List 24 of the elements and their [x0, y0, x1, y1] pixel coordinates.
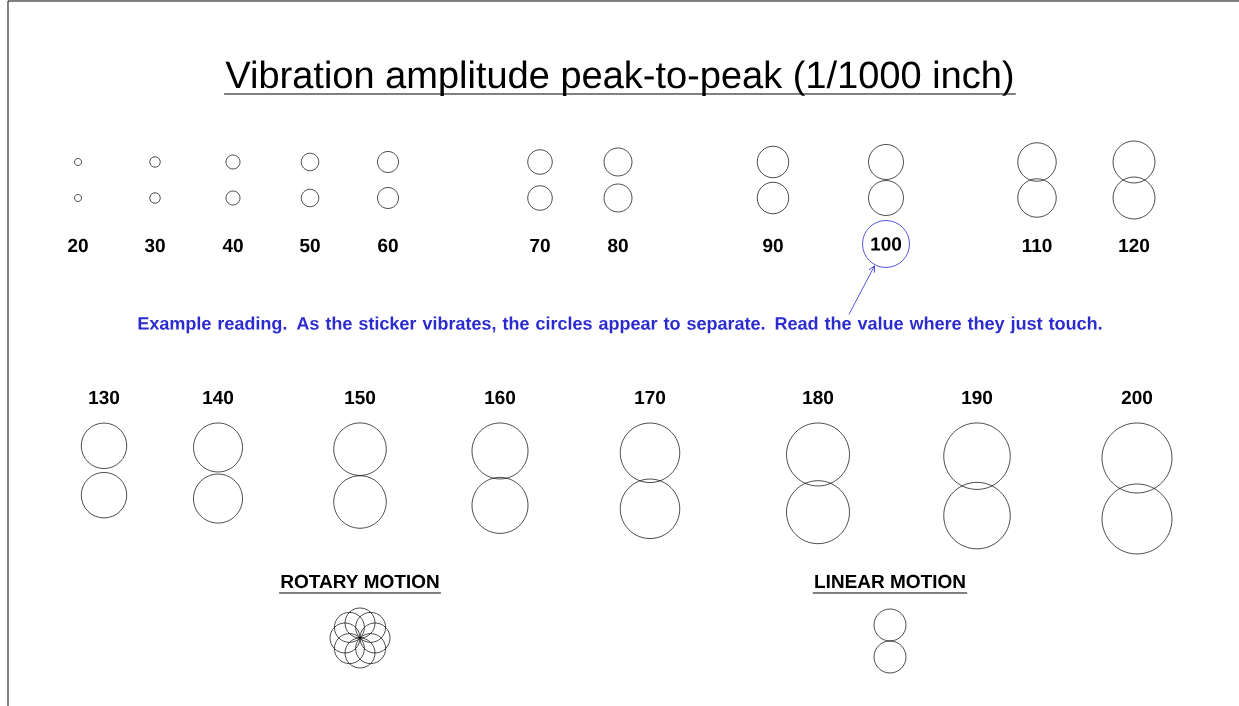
value-label: 120 — [1119, 238, 1150, 253]
value-label: 80 — [608, 238, 628, 253]
value-label: 90 — [763, 238, 783, 253]
value-label: 140 — [203, 390, 234, 405]
value-label: 40 — [222, 238, 243, 253]
example-note: Example reading. As the sticker vibrates, the circles appear to separate. Read the value where they just touch. — [138, 316, 1102, 334]
value-label: 150 — [345, 390, 376, 405]
value-label: 180 — [803, 390, 834, 405]
value-label: 60 — [378, 238, 398, 253]
circled-value: 100 — [862, 220, 910, 268]
heading: LINEAR MOTION — [812, 574, 968, 594]
value-label: 200 — [1121, 390, 1153, 405]
value-label: 50 — [300, 238, 320, 253]
arrow — [848, 265, 875, 315]
value-label: 30 — [144, 238, 165, 253]
value-label: 110 — [1022, 238, 1052, 253]
title: Vibration amplitude peak-to-peak (1/1000 inch) — [223, 60, 1017, 96]
heading: ROTARY MOTION — [278, 574, 442, 594]
value-label: 70 — [530, 238, 550, 253]
value-label: 130 — [89, 390, 120, 405]
value-label: 160 — [485, 390, 516, 405]
value-label: 20 — [68, 238, 88, 253]
value-label: 190 — [962, 390, 993, 405]
value-label: 170 — [635, 390, 666, 405]
